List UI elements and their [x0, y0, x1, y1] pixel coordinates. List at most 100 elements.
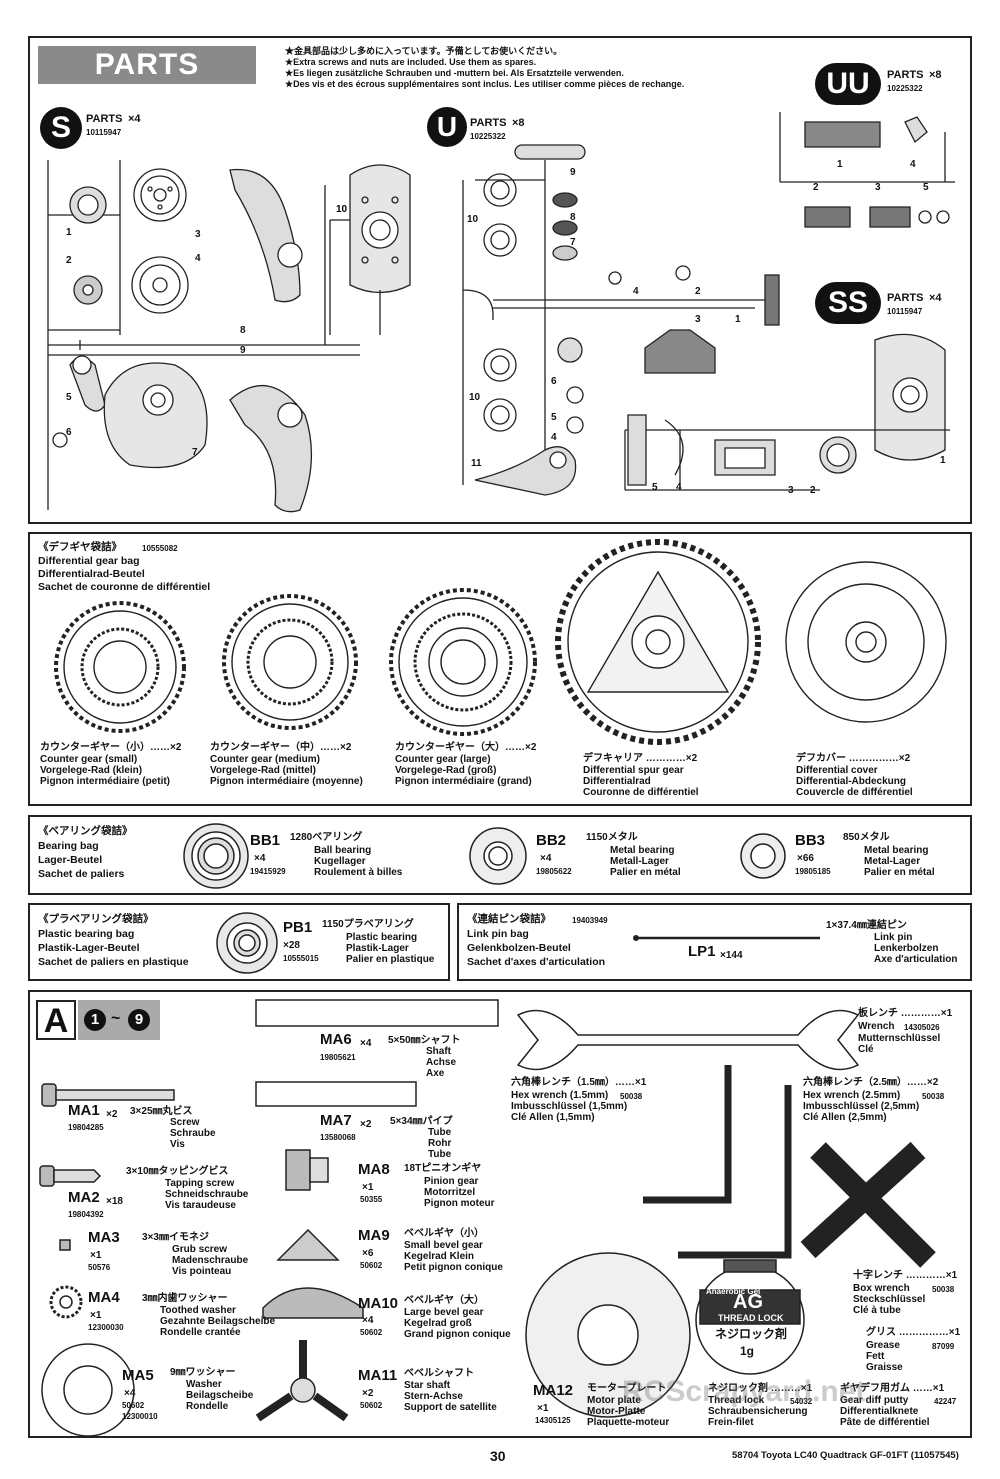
svg-text:3: 3 [875, 182, 881, 193]
ma2-de: Schneidschraube [165, 1189, 249, 1200]
ma7-qty: ×2 [360, 1119, 372, 1130]
diff-item-5-de: Differential-Abdeckung [796, 776, 907, 787]
step-from-badge: 1 [84, 1009, 106, 1031]
ma7-fr: Tube [428, 1149, 452, 1160]
ma10-fr: Grand pignon conique [404, 1329, 511, 1340]
pb1-code: 10555015 [283, 954, 319, 963]
parts-title: PARTS [38, 46, 256, 84]
diff-item-1-en: Counter gear (small) [40, 754, 138, 765]
tool-hex15-fr: Clé Allen (1,5mm) [511, 1112, 595, 1123]
diff-item-3-fr: Pignon intermédiaire (grand) [395, 776, 532, 787]
tree-s-qty: ×4 [128, 113, 141, 125]
lp1-de: Lenkerbolzen [874, 943, 939, 954]
ma4-jp: 3㎜内歯ワッシャー [142, 1293, 228, 1304]
ma4-qty: ×1 [90, 1310, 102, 1321]
bb2-fr: Palier en métal [610, 867, 681, 878]
plastic-bag-title-de: Plastik-Lager-Beutel [38, 942, 140, 954]
svg-text:6: 6 [551, 376, 557, 387]
ma3-id: MA3 [88, 1229, 120, 1246]
diff-item-1-jp: カウンターギヤー（小）……×2 [40, 742, 182, 753]
pb1-qty: ×28 [283, 940, 300, 951]
link-bag-code: 19403949 [572, 916, 608, 925]
ma8-fr: Pignon moteur [424, 1198, 495, 1209]
pb1-jp: 1150プラベアリング [322, 919, 414, 930]
ma11-jp: ベベルシャフト [404, 1368, 474, 1379]
tree-uu-badge: UU [815, 63, 881, 105]
ma1-qty: ×2 [106, 1109, 118, 1120]
svg-text:5: 5 [551, 412, 557, 423]
parts-note-en: ★Extra screws and nuts are included. Use… [285, 57, 537, 67]
diff-item-1-de: Vorgelege-Rad (klein) [40, 765, 143, 776]
svg-text:4: 4 [676, 482, 682, 493]
plastic-bag-title-jp: 《プラベアリング袋詰》 [38, 913, 154, 925]
tree-s-plate: 10 [329, 164, 411, 335]
ma4-en: Toothed washer [160, 1305, 236, 1316]
diff-item-5-fr: Couvercle de différentiel [796, 787, 913, 798]
ma5-qty: ×4 [124, 1388, 136, 1399]
ma6-code: 19805621 [320, 1053, 356, 1062]
diff-item-5-en: Differential cover [796, 765, 878, 776]
ma9-jp: ベベルギヤ（小） [404, 1228, 484, 1239]
svg-text:5: 5 [66, 392, 72, 403]
bb3-fr: Palier en métal [864, 867, 935, 878]
tool-hex25-en: Hex wrench (2.5mm) [803, 1090, 901, 1101]
ma12-de: Motor-Platte [587, 1406, 646, 1417]
bb3-de: Metal-Lager [864, 856, 921, 867]
ma12-jp: モータープレート [587, 1383, 667, 1394]
ma11-en: Star shaft [404, 1380, 451, 1391]
ma10-id: MA10 [358, 1295, 399, 1312]
diff-bag-code: 10555082 [142, 544, 178, 553]
ma1-de: Schraube [170, 1128, 216, 1139]
ma5-jp: 9㎜ワッシャー [170, 1367, 236, 1378]
ma6-id: MA6 [320, 1031, 352, 1048]
ma2-id: MA2 [68, 1189, 100, 1206]
diff-item-4-jp: デフキャリア …………×2 [583, 753, 698, 764]
ma7-code: 13580068 [320, 1133, 356, 1142]
tool-box-fr: Clé à tube [853, 1305, 901, 1316]
diff-item-2-de: Vorgelege-Rad (mittel) [210, 765, 316, 776]
ma11-id: MA11 [358, 1367, 398, 1384]
watermark: RCScrapyard.net [622, 1375, 866, 1408]
tool-box-code: 50038 [932, 1285, 955, 1294]
diff-bag-title-de: Differentialrad-Beutel [38, 568, 145, 580]
svg-text:3: 3 [695, 314, 701, 325]
ma2-en: Tapping screw [165, 1178, 235, 1189]
tool-hex15-jp: 六角棒レンチ（1.5㎜）……×1 [511, 1077, 647, 1088]
ma2-fr: Vis taraudeuse [165, 1200, 236, 1211]
ma6-jp: 5×50㎜シャフト [388, 1035, 461, 1046]
ma10-en: Large bevel gear [404, 1307, 484, 1318]
tool-box-en: Box wrench [853, 1283, 910, 1294]
ma6-en: Shaft [426, 1046, 451, 1057]
tree-s-code: 10115947 [86, 128, 122, 137]
bb1-jp: 1280ベアリング [290, 832, 363, 843]
tool-hex15-code: 50038 [620, 1092, 643, 1101]
ma5-de: Beilagscheibe [186, 1390, 254, 1401]
tree-s-badge: S [40, 107, 82, 149]
tool-hex25-fr: Clé Allen (2,5mm) [803, 1112, 887, 1123]
tool-hex15-en: Hex wrench (1.5mm) [511, 1090, 609, 1101]
ma5-code2: 12300010 [122, 1412, 158, 1421]
parts-note-de: ★Es liegen zusätzliche Schrauben und -mu… [285, 68, 624, 78]
tool-wrench-de: Mutternschlüssel [858, 1033, 941, 1044]
threadlock-big: AG [733, 1291, 763, 1313]
svg-text:6: 6 [66, 427, 72, 438]
ma3-code: 50576 [88, 1263, 111, 1272]
svg-text:10: 10 [336, 204, 348, 215]
ma8-de: Motorritzel [424, 1187, 476, 1198]
link-pin-section [457, 903, 972, 981]
tool-hex25-de: Imbusschlüssel (2,5mm) [803, 1101, 920, 1112]
svg-text:4: 4 [195, 253, 201, 264]
ma7-jp: 5×34㎜パイプ [390, 1116, 453, 1127]
tool-threadlock-code: 54032 [790, 1397, 813, 1406]
link-bag-title-jp: 《連結ピン袋詰》 [467, 913, 551, 925]
svg-text:9: 9 [570, 167, 576, 178]
bb2-qty: ×4 [540, 853, 552, 864]
bb3-code: 19805185 [795, 867, 831, 876]
tree-s-label: PARTS [86, 113, 123, 125]
tool-hex15-de: Imbusschlüssel (1,5mm) [511, 1101, 628, 1112]
ma9-qty: ×6 [362, 1248, 374, 1259]
tree-ss-qty: ×4 [929, 292, 942, 304]
tool-threadlock-de: Schraubensicherung [708, 1406, 808, 1417]
